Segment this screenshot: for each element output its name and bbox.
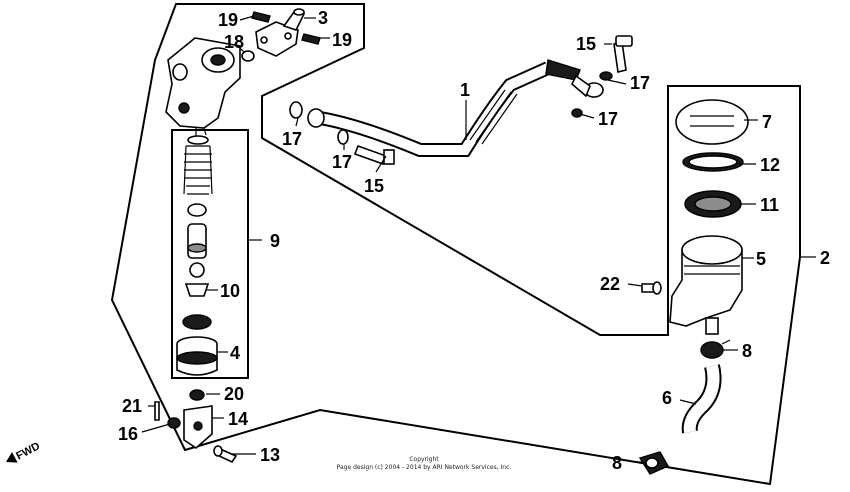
callout-13: 13: [260, 445, 280, 465]
callout-17-left: 17: [282, 129, 302, 149]
fwd-label: FWD: [14, 440, 42, 462]
callout-2: 2: [820, 248, 830, 268]
hose: [307, 59, 604, 157]
reservoir-hose: [681, 364, 722, 434]
sealing-washer-mid: [337, 129, 349, 145]
copyright-line-2: Page design (c) 2004 - 2014 by ARI Netwo…: [337, 464, 512, 471]
boot: [176, 336, 218, 376]
circlip: [182, 314, 212, 330]
fwd-arrow-icon: [6, 452, 18, 463]
callout-8-lower: 8: [612, 453, 622, 473]
callout-16: 16: [118, 424, 138, 444]
callout-15-upper: 15: [576, 34, 596, 54]
master-cylinder-body: [165, 37, 241, 136]
callout-6: 6: [662, 388, 672, 408]
callout-22: 22: [600, 274, 620, 294]
spring: [183, 135, 213, 195]
reservoir-screw: [641, 281, 662, 295]
sealing-washer-upper: [599, 71, 613, 81]
callout-19-lower: 19: [332, 30, 352, 50]
callout-10: 10: [220, 281, 240, 301]
hose-clamp-upper: [700, 339, 731, 359]
callout-7: 7: [762, 112, 772, 132]
sealing-washer-left: [289, 101, 303, 119]
fwd-indicator: FWD: [6, 440, 42, 463]
callout-17-upper: 17: [630, 73, 650, 93]
reservoir-cap: [675, 99, 749, 145]
callout-15-lower: 15: [364, 176, 384, 196]
joint-pin: [213, 445, 238, 464]
cotter-pin: [154, 401, 160, 421]
piston-cup: [184, 262, 210, 297]
callout-21: 21: [122, 396, 142, 416]
plate-inner: [688, 155, 738, 169]
callout-12: 12: [760, 155, 780, 175]
callout-17-mid: 17: [332, 152, 352, 172]
hose-joint: [255, 8, 306, 57]
copyright-line-1: Copyright: [409, 456, 439, 463]
lock-nut: [189, 389, 205, 401]
joint-bolt-upper: [251, 11, 271, 23]
callout-8-upper: 8: [742, 341, 752, 361]
leader-lines: [141, 15, 816, 463]
callout-19-upper: 19: [218, 10, 238, 30]
washer: [167, 417, 181, 429]
piston: [187, 223, 207, 259]
callout-9: 9: [270, 231, 280, 251]
spring-seat: [187, 203, 207, 217]
sealing-washer-right: [571, 108, 583, 118]
callout-5: 5: [756, 249, 766, 269]
o-ring: [241, 50, 255, 62]
callout-3: 3: [318, 8, 328, 28]
diaphragm: [684, 190, 742, 218]
hose-clamp-lower: [638, 451, 669, 475]
oil-bolt-lower: [353, 144, 395, 166]
callout-20: 20: [224, 384, 244, 404]
joint-bolt-lower: [301, 33, 321, 45]
callout-1: 1: [460, 80, 470, 100]
callout-18: 18: [224, 32, 244, 52]
oil-bolt-upper: [613, 35, 633, 73]
master-cylinder-outline: [110, 3, 801, 486]
reservoir-tank: [669, 235, 743, 335]
piston-kit-box: [171, 129, 249, 379]
callout-11: 11: [760, 195, 779, 215]
callout-17-right: 17: [598, 109, 618, 129]
callout-14: 14: [228, 409, 248, 429]
callout-4: 4: [230, 343, 240, 363]
push-rod-end: [183, 405, 213, 450]
